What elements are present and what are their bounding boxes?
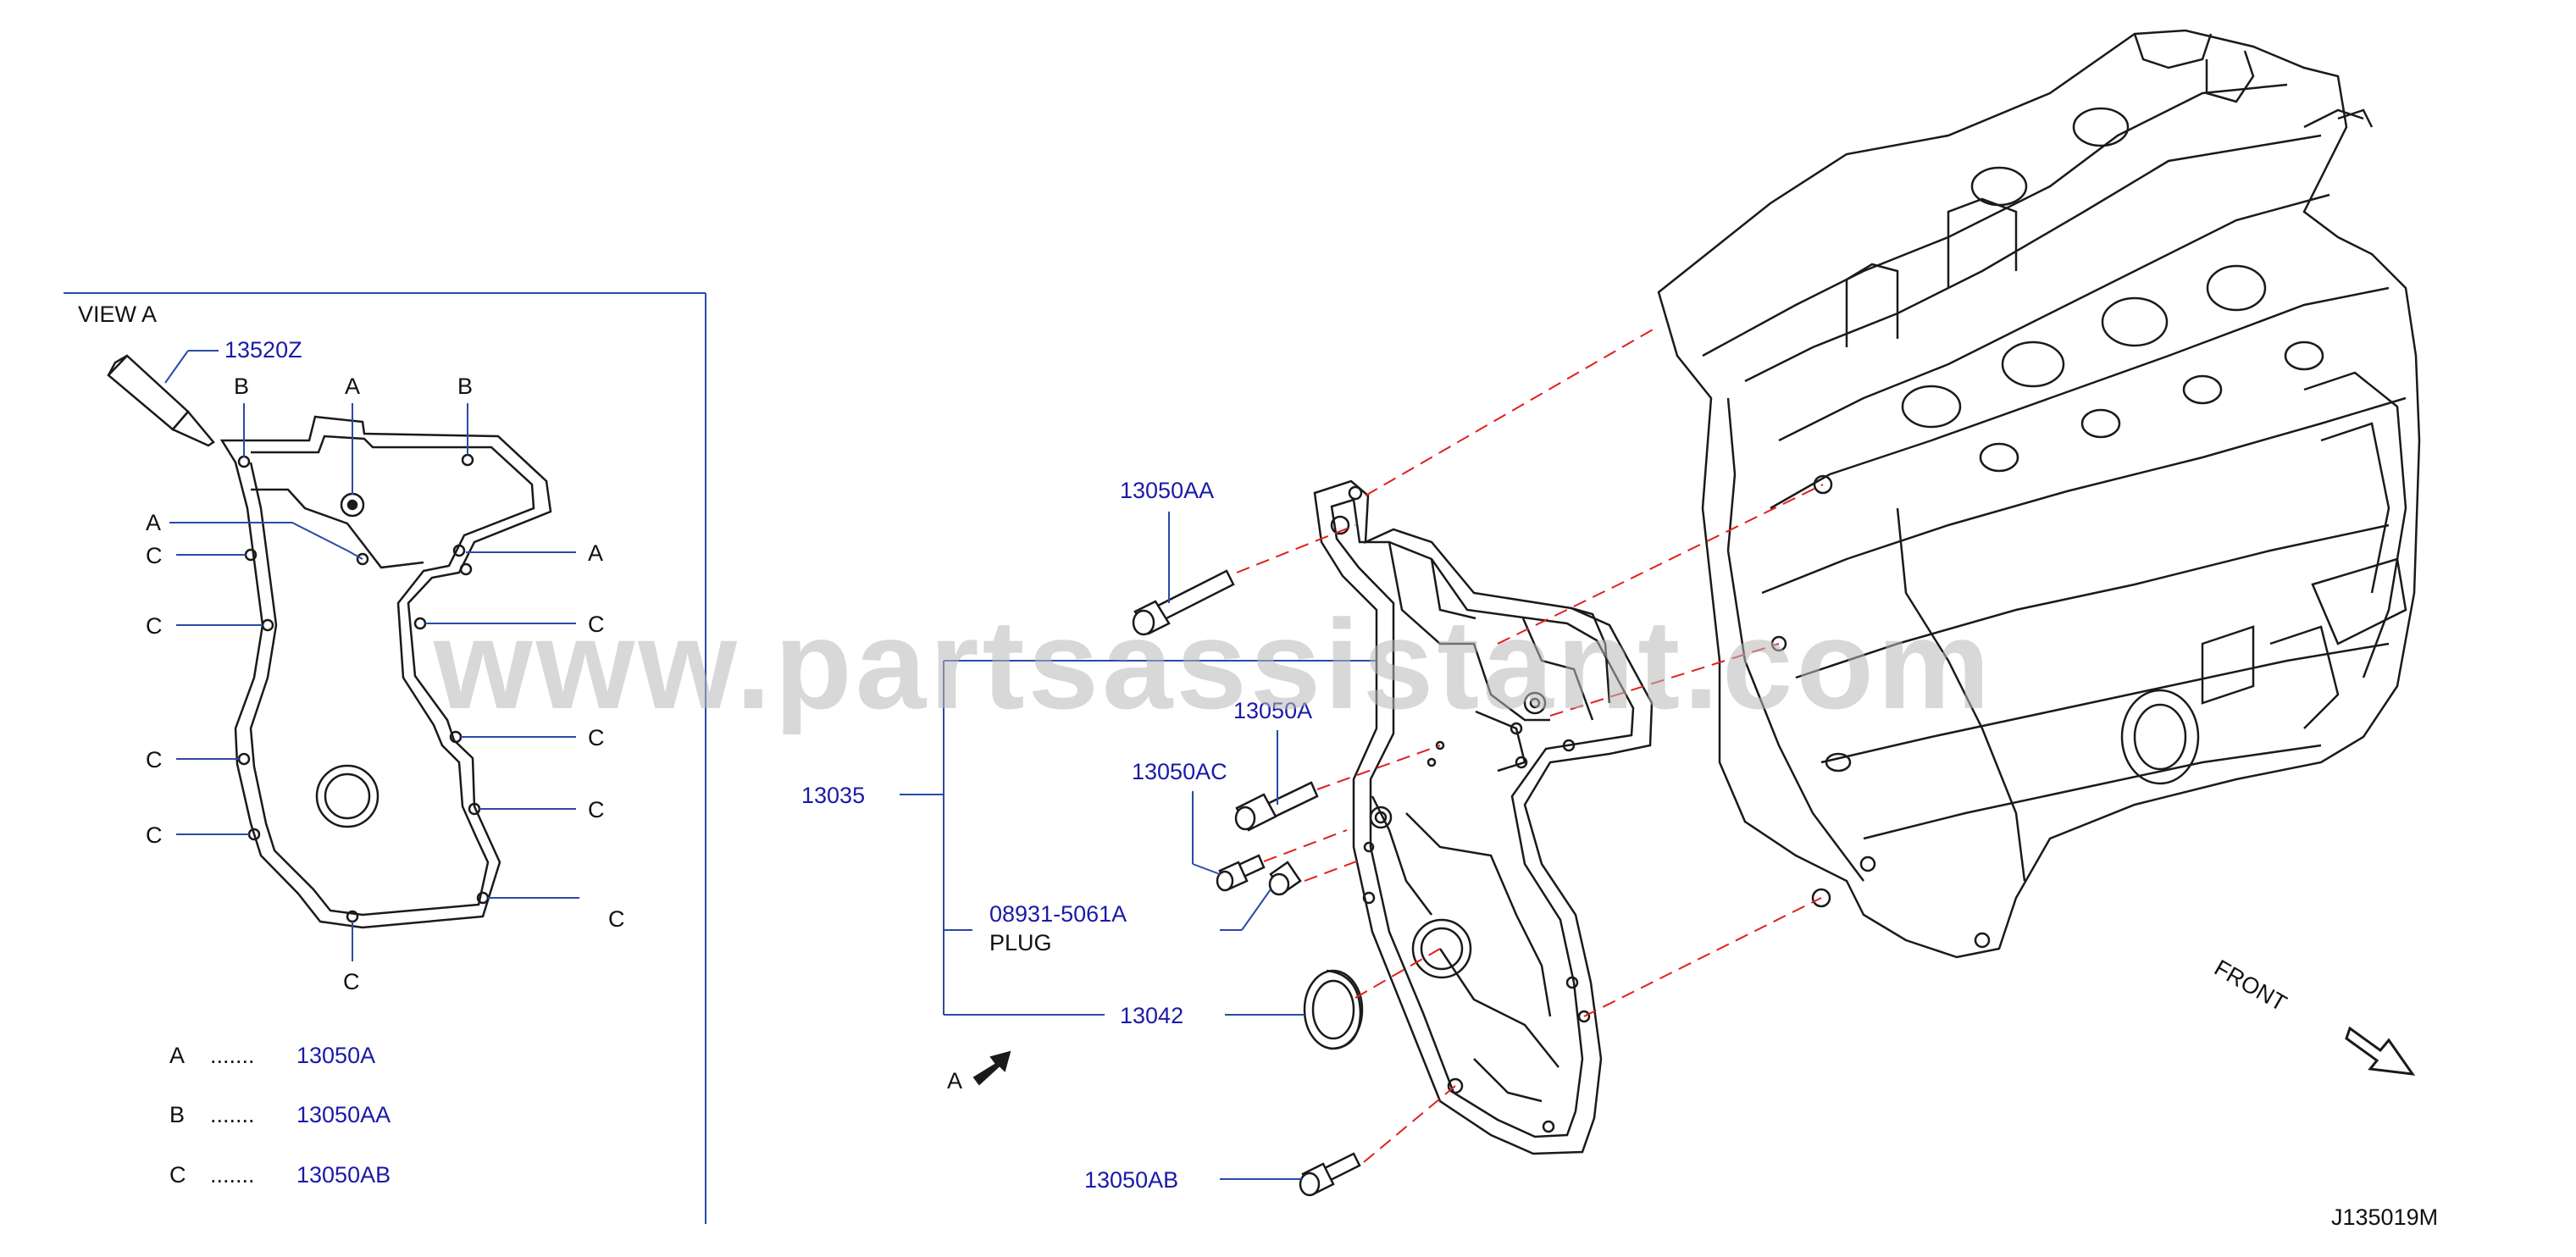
sealant-tube-icon: [107, 354, 215, 447]
part-label-13035[interactable]: 13035: [801, 783, 865, 808]
view-mark-a: A: [588, 540, 603, 566]
part-label-13042[interactable]: 13042: [1120, 1003, 1183, 1028]
view-a-frame: [64, 292, 706, 1224]
part-label-13520Z[interactable]: 13520Z: [224, 337, 302, 363]
part-label-13050AC[interactable]: 13050AC: [1132, 759, 1227, 784]
view-mark-b: B: [234, 374, 249, 399]
legend: A ....... 13050A B ....... 13050AA C ...…: [169, 1043, 391, 1188]
view-mark-c: C: [588, 725, 605, 750]
diagram-code: J135019M: [2331, 1204, 2438, 1230]
watermark: www.partsassistant.com: [433, 593, 1993, 735]
legend-row: B ....... 13050AA: [169, 1102, 391, 1127]
view-mark-c: C: [146, 747, 163, 772]
view-title: VIEW A: [78, 302, 157, 327]
legend-dots: .......: [210, 1102, 255, 1127]
legend-part[interactable]: 13050AB: [296, 1162, 391, 1188]
part-leaders: [900, 512, 1376, 1180]
part-label-13050A[interactable]: 13050A: [1233, 698, 1312, 723]
view-a-arrow-label: A: [947, 1068, 962, 1094]
view-mark-c: C: [608, 906, 625, 932]
legend-letter: C: [169, 1162, 186, 1188]
plug-label: PLUG: [989, 930, 1052, 955]
part-label-08931-5061A[interactable]: 08931-5061A: [989, 901, 1127, 927]
front-arrow-icon: [2345, 1026, 2416, 1076]
part-label-13050AB[interactable]: 13050AB: [1084, 1167, 1178, 1193]
engine-block: [1657, 29, 2421, 959]
view-mark-c: C: [588, 797, 605, 822]
view-a-leaders: [169, 403, 579, 961]
bolt-13050AA: [1132, 569, 1235, 636]
legend-row: A ....... 13050A: [169, 1043, 375, 1068]
plug: [1268, 861, 1302, 896]
view-mark-b: B: [457, 374, 473, 399]
view-mark-c: C: [146, 543, 163, 568]
legend-letter: A: [169, 1043, 185, 1068]
legend-dots: .......: [210, 1162, 255, 1188]
legend-part[interactable]: 13050AA: [296, 1102, 391, 1127]
view-mark-c: C: [588, 612, 605, 637]
legend-part[interactable]: 13050A: [296, 1043, 375, 1068]
view-mark-c: C: [343, 969, 360, 994]
front-oil-seal: [1303, 969, 1364, 1050]
alignment-dash-lines: [1236, 325, 1824, 1163]
legend-row: C ....... 13050AB: [169, 1162, 391, 1188]
view-mark-c: C: [146, 613, 163, 639]
front-label: FRONT: [2210, 955, 2291, 1016]
legend-dots: .......: [210, 1043, 255, 1068]
legend-letter: B: [169, 1102, 185, 1127]
part-label-13050AA[interactable]: 13050AA: [1120, 478, 1214, 503]
bolt-13050AC: [1216, 854, 1266, 892]
bolt-13050AB: [1299, 1152, 1361, 1197]
view-a-arrow-icon: [972, 1050, 1011, 1086]
view-mark-a: A: [345, 374, 360, 399]
bolt-13050A: [1234, 781, 1319, 832]
view-mark-a: A: [146, 510, 161, 535]
timing-chain-front-cover: [1313, 479, 1654, 1155]
view-mark-c: C: [146, 822, 163, 848]
